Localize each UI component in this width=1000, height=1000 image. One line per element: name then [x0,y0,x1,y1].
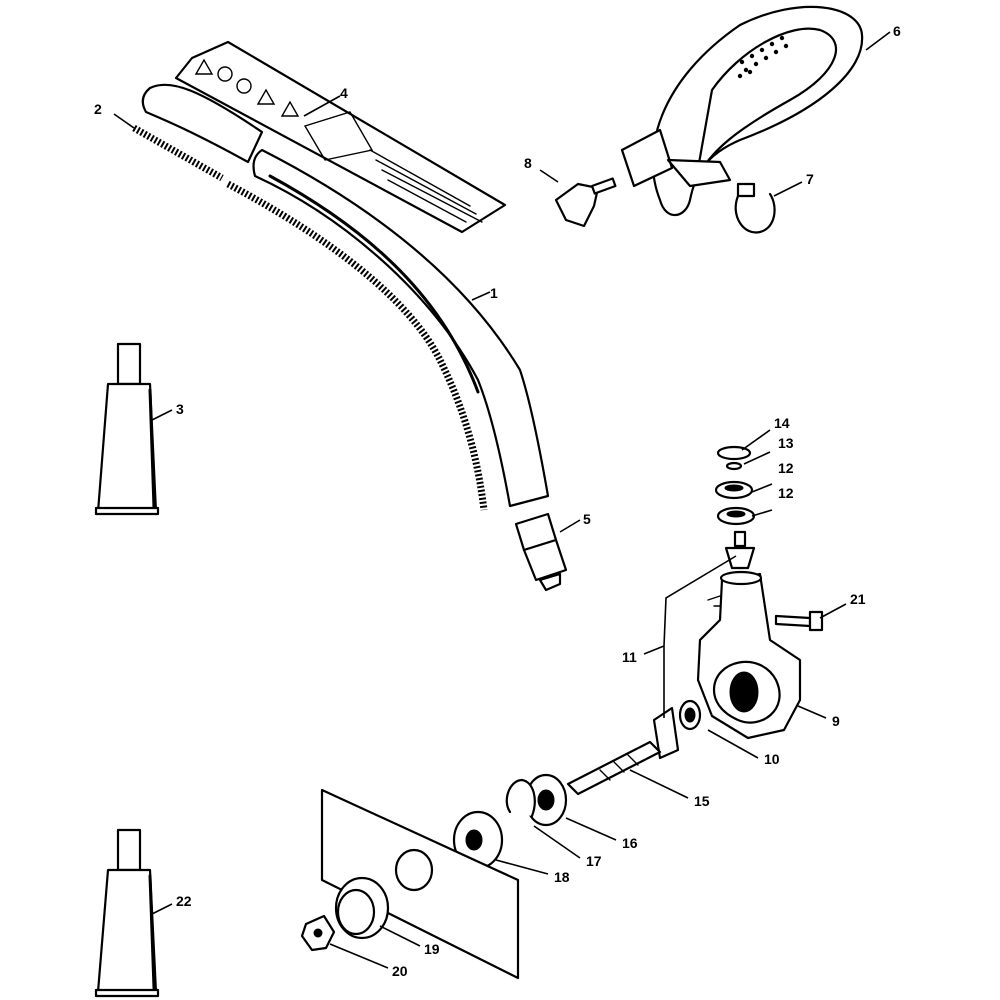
callout-15: 15 [694,793,710,809]
callout-3: 3 [176,401,184,417]
part-9-gear-housing [696,570,802,740]
callout-2: 2 [94,101,102,117]
callout-10: 10 [764,751,780,767]
callout-20: 20 [392,963,408,979]
callout-5: 5 [583,511,591,527]
callout-22: 22 [176,893,192,909]
callout-12a: 12 [778,460,794,476]
part-17-circlip [505,778,536,818]
callout-7: 7 [806,171,814,187]
part-11-bevel-gear-lower [652,706,680,760]
part-12-bearing-upper [714,480,754,500]
callout-19: 19 [424,941,440,957]
callout-8: 8 [524,155,532,171]
leader-lines [113,31,891,969]
part-8-wing-screw [554,177,617,228]
callout-17: 17 [586,853,602,869]
part-5-end-plug [514,512,568,592]
callout-14: 14 [774,415,790,431]
part-1-drive-tube [141,83,550,508]
part-21-screw [774,610,824,632]
part-19-thrust-plate [334,876,390,940]
part-4-warning-label [174,40,507,234]
callout-12b: 12 [778,485,794,501]
part-3-grease-tube [94,342,160,516]
callout-21: 21 [850,591,866,607]
part-2-flex-shaft [132,124,488,511]
part-11-bevel-gear-upper [724,530,756,570]
callout-1: 1 [490,285,498,301]
callout-16: 16 [622,835,638,851]
part-12-bearing-lower [716,506,756,526]
blade [320,788,520,980]
part-15-spindle [566,740,662,796]
callout-labels: 1 2 3 4 5 6 7 8 9 10 11 12 12 13 14 15 1… [94,23,901,979]
part-14-circlip [716,445,752,461]
part-6-loop-handle [620,5,864,217]
callout-4: 4 [340,85,348,101]
part-10-bearing [678,699,702,731]
callout-18: 18 [554,869,570,885]
part-13-washer [725,461,743,471]
callout-6: 6 [893,23,901,39]
callout-11: 11 [622,649,637,665]
callout-9: 9 [832,713,840,729]
part-20-nut [300,914,336,952]
callout-13: 13 [778,435,794,451]
part-7-clamp [734,182,776,234]
part-22-grease-tube [94,828,160,998]
